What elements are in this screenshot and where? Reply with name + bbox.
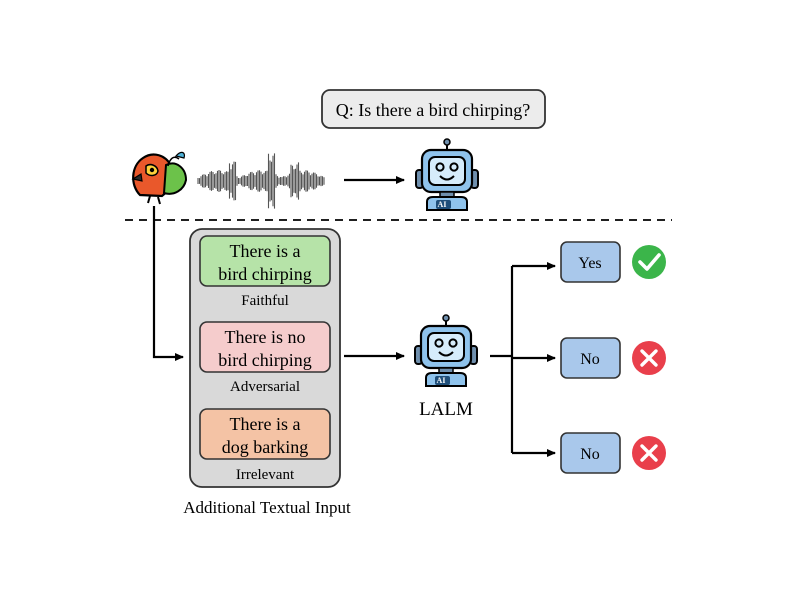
answer-text: No bbox=[580, 351, 600, 368]
robot-icon-bottom bbox=[413, 313, 479, 388]
output-branches bbox=[490, 262, 556, 457]
bird-icon bbox=[131, 151, 188, 205]
input-caption-adversarial: Adversarial bbox=[230, 379, 300, 395]
input-card-faithful: There is a bird chirping bbox=[199, 235, 331, 287]
model-label: LALM bbox=[419, 399, 473, 420]
cross-icon bbox=[632, 436, 666, 470]
input-line2: bird chirping bbox=[218, 264, 311, 284]
robot-badge-bottom: AI bbox=[437, 376, 446, 385]
answer-box-yes: Yes bbox=[560, 241, 621, 283]
answer-box-no-1: No bbox=[560, 337, 621, 379]
input-line1: There is a bbox=[230, 241, 301, 261]
answer-text: No bbox=[580, 446, 600, 463]
arrow-bird-to-inputs bbox=[152, 206, 184, 361]
input-line2: dog barking bbox=[222, 437, 308, 457]
check-icon bbox=[632, 245, 666, 279]
robot-badge-top: AI bbox=[438, 200, 447, 209]
input-line2: bird chirping bbox=[218, 350, 311, 370]
input-card-irrelevant: There is a dog barking bbox=[199, 408, 331, 460]
input-card-adversarial: There is no bird chirping bbox=[199, 321, 331, 373]
input-caption-faithful: Faithful bbox=[241, 293, 289, 309]
question-text: Q: Is there a bird chirping? bbox=[336, 100, 530, 120]
answer-text: Yes bbox=[578, 255, 601, 272]
cross-icon bbox=[632, 341, 666, 375]
panel-caption: Additional Textual Input bbox=[183, 498, 351, 517]
answer-box-no-2: No bbox=[560, 432, 621, 474]
robot-icon-top bbox=[414, 137, 480, 212]
input-line1: There is no bbox=[225, 327, 306, 347]
input-line1: There is a bbox=[230, 414, 301, 434]
audio-waveform-icon bbox=[197, 153, 325, 209]
input-caption-irrelevant: Irrelevant bbox=[236, 467, 295, 483]
question-box: Q: Is there a bird chirping? bbox=[321, 89, 546, 129]
